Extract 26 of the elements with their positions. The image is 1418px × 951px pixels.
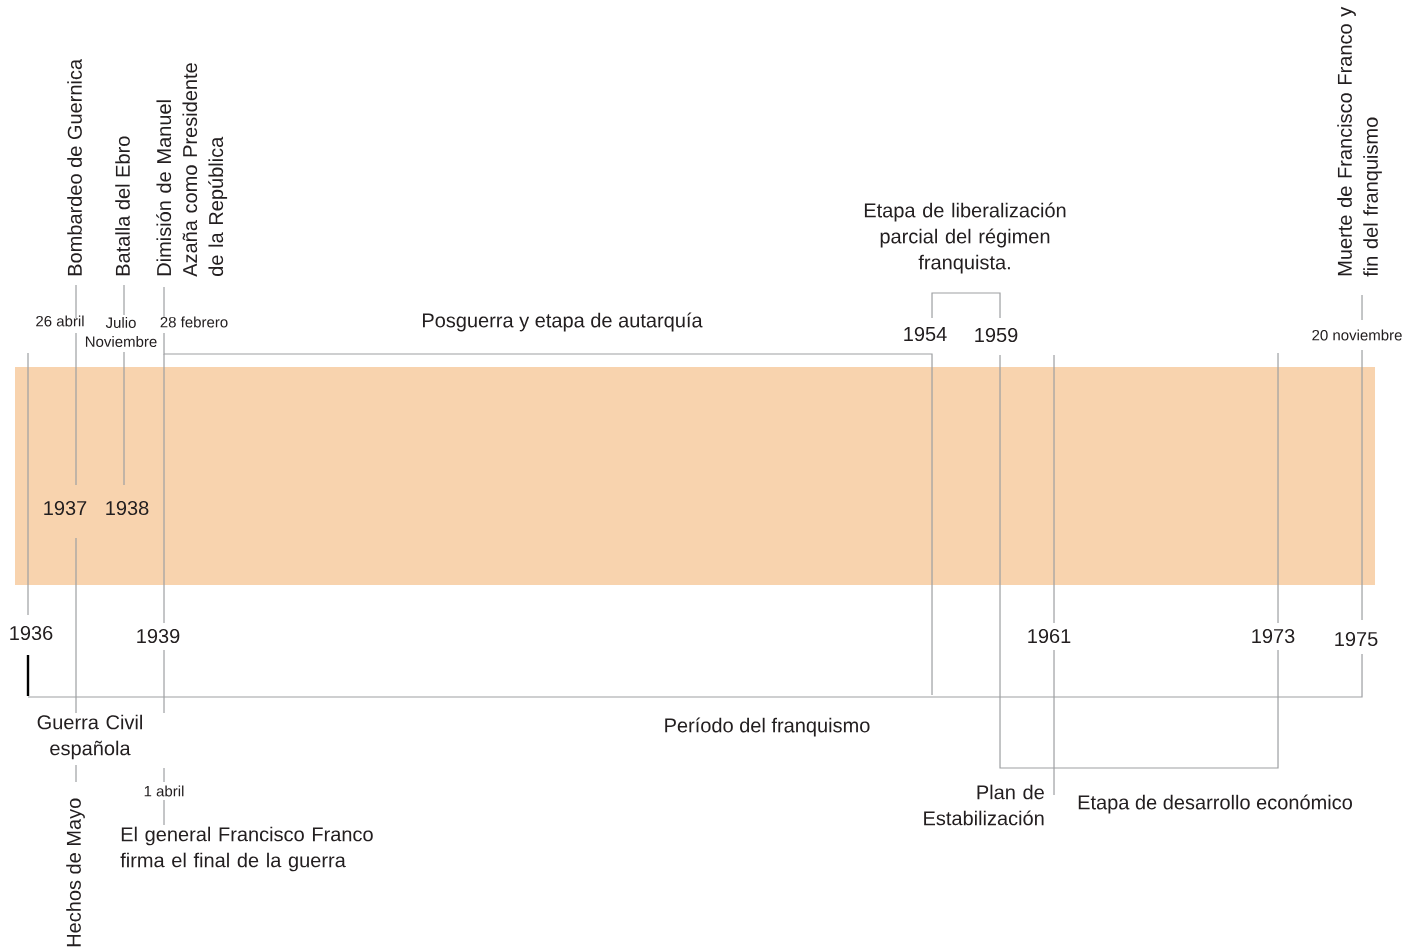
event-label: El general Francisco Franco firma el final de la guerra — [120, 826, 373, 872]
period-label: Posguerra y etapa de autarquía — [423, 312, 703, 332]
year-label: 1937 — [44, 500, 87, 516]
year-label: 1939 — [137, 628, 180, 644]
event-label: Plan de Estabilización — [924, 784, 1044, 826]
date-label: 28 febrero — [160, 316, 228, 328]
event-label: Muerte de Francisco Franco y fin del franquismo — [1337, 6, 1382, 277]
year-label: 1973 — [1252, 628, 1295, 644]
year-label: 1959 — [975, 327, 1018, 343]
event-label: Bombardeo de Guernica — [67, 58, 82, 276]
date-label: Julio Noviembre — [85, 317, 157, 347]
period-label: Período del franquismo — [665, 717, 870, 737]
year-label: 1954 — [904, 326, 947, 342]
year-label: 1975 — [1335, 631, 1378, 647]
period-label: Etapa de liberalización parcial del régimen franquista. — [864, 202, 1066, 274]
year-label: 1961 — [1028, 628, 1071, 644]
year-label: 1936 — [10, 625, 53, 641]
event-label: Batalla del Ebro — [115, 136, 130, 276]
period-label: Guerra Civil española — [37, 714, 142, 760]
year-label: 1938 — [106, 500, 149, 516]
event-label: Hechos de Mayo — [66, 798, 85, 947]
period-label: Etapa de desarrollo económico — [1078, 794, 1352, 814]
event-label: Dimisión de Manuel Azaña como Presidente de la República — [156, 63, 228, 277]
date-label: 26 abril — [36, 315, 84, 327]
date-label: 20 noviembre — [1312, 329, 1402, 341]
date-label: 1 abril — [144, 785, 184, 797]
